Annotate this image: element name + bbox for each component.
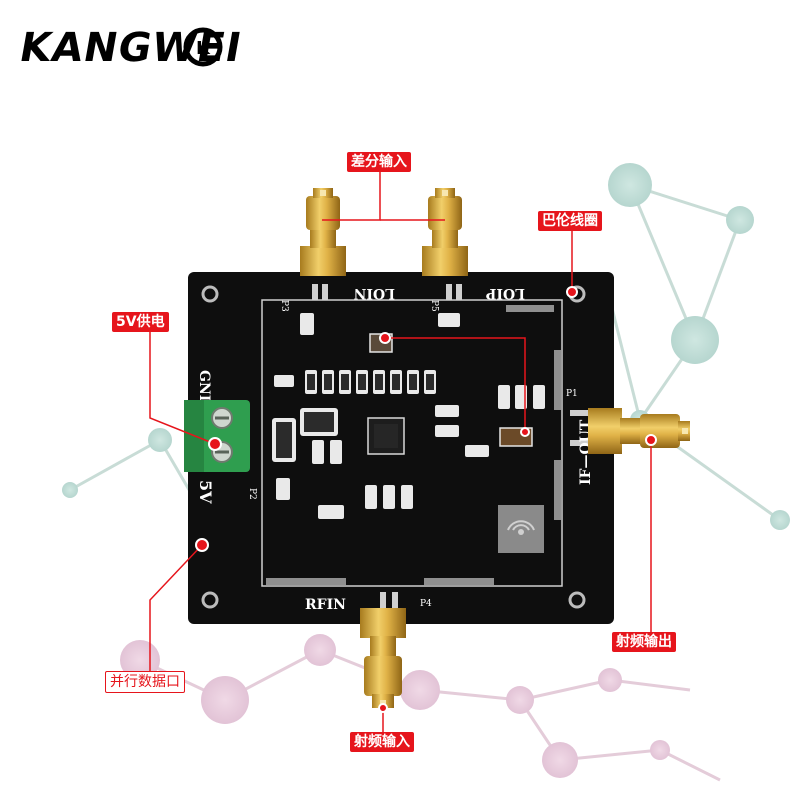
silk-rfin: RFIN xyxy=(305,597,346,613)
silk-p2: P2 xyxy=(247,488,257,500)
sma-connector-lo-b xyxy=(422,188,468,276)
callout-lines xyxy=(149,170,652,732)
brand-badge-icon: K xyxy=(183,27,223,67)
silk-5v: 5V xyxy=(196,480,215,504)
callout-power-5v: 5V供电 xyxy=(112,312,169,332)
pin-header xyxy=(312,284,588,610)
silk-p1: P1 xyxy=(566,389,578,399)
callout-rf-input: 射频输入 xyxy=(350,732,414,752)
mixer-ic xyxy=(367,417,405,455)
callout-differential-input: 差分输入 xyxy=(347,152,411,172)
callout-parallel-port: 并行数据口 xyxy=(105,671,185,693)
silk-gnd: GND xyxy=(196,370,212,407)
pcb-board: GND 5V LOIN LOIP IF—OUT RFIN P1 P2 P3 P4… xyxy=(188,272,614,624)
silk-loip: LOIP xyxy=(485,285,525,301)
silk-p4: P4 xyxy=(420,599,432,609)
callout-dots xyxy=(195,286,657,713)
silk-p3: P3 xyxy=(279,300,289,312)
svg-text:K: K xyxy=(196,38,211,59)
callout-rf-output: 射频输出 xyxy=(612,632,676,652)
sma-connector-lo-a xyxy=(300,188,346,276)
callout-balun: 巴伦线圈 xyxy=(538,211,602,231)
rf-logo-patch xyxy=(498,505,544,553)
silk-p5: P5 xyxy=(429,300,439,312)
silk-loin: LOIN xyxy=(353,285,395,301)
sma-connector-rf-in xyxy=(360,608,406,708)
